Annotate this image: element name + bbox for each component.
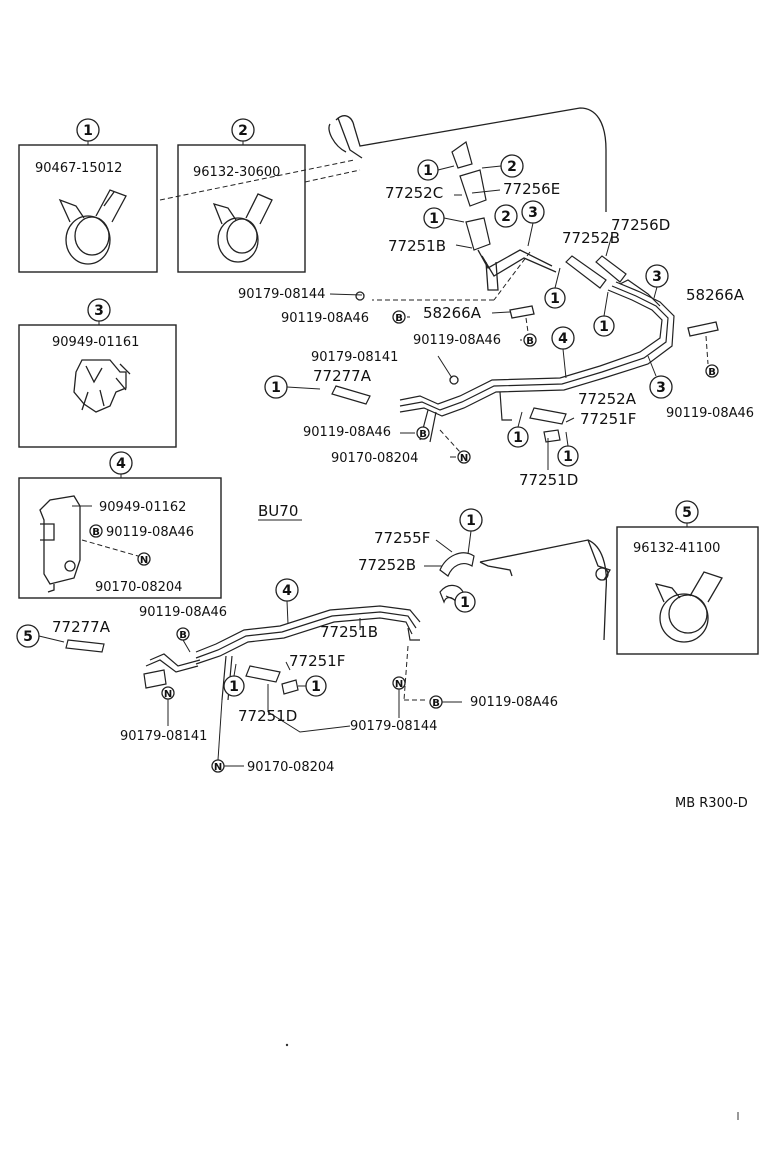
svg-text:90119-08A46: 90119-08A46	[666, 406, 754, 421]
svg-text:90119-08A46: 90119-08A46	[303, 425, 391, 440]
svg-text:90170-08204: 90170-08204	[247, 760, 334, 775]
svg-text:2: 2	[507, 159, 517, 175]
svg-text:5: 5	[23, 629, 33, 645]
svg-text:1: 1	[229, 679, 239, 695]
top-markers: B B B B N	[392, 310, 719, 464]
svg-text:77251D: 77251D	[238, 707, 297, 725]
svg-text:4: 4	[282, 583, 292, 599]
callout-number: 3	[94, 303, 104, 319]
callout-number: 5	[682, 505, 692, 521]
detail-box-5: 5 96132-41100	[616, 500, 759, 655]
svg-text:1: 1	[311, 679, 321, 695]
svg-text:1: 1	[550, 291, 560, 307]
diagram-code: MB R300-D	[675, 796, 748, 811]
callout-number: 1	[83, 123, 93, 139]
svg-text:58266A: 58266A	[423, 304, 482, 322]
svg-text:77252A: 77252A	[578, 390, 637, 408]
svg-text:77256D: 77256D	[611, 216, 670, 234]
variant-label: BU70	[258, 502, 298, 520]
pipe-clamp-illustration	[73, 359, 131, 413]
bottom-markers: B N N B N	[161, 627, 443, 773]
part-number-label: 90119-08A46	[106, 525, 194, 540]
fuel-tank-outline	[479, 539, 608, 641]
svg-text:N: N	[214, 762, 222, 773]
svg-text:90170-08204: 90170-08204	[331, 451, 418, 466]
svg-text:3: 3	[656, 380, 666, 396]
svg-text:1: 1	[271, 380, 281, 396]
svg-text:B: B	[708, 367, 716, 378]
svg-text:77251D: 77251D	[519, 471, 578, 489]
svg-text:3: 3	[528, 205, 538, 221]
svg-text:1: 1	[429, 211, 439, 227]
part-number-label: 90949-01161	[52, 335, 139, 350]
svg-text:N: N	[140, 555, 148, 566]
svg-text:77251F: 77251F	[580, 410, 636, 428]
svg-text:77252B: 77252B	[358, 556, 416, 574]
svg-text:1: 1	[563, 449, 573, 465]
svg-text:77256E: 77256E	[503, 180, 560, 198]
fuel-tank-outline	[335, 107, 607, 212]
svg-text:77251B: 77251B	[320, 623, 378, 641]
svg-text:90179-08144: 90179-08144	[238, 287, 325, 302]
part-number-label: 90467-15012	[35, 161, 122, 176]
bottom-callouts: 1 4 1 5 1 1	[16, 508, 483, 697]
svg-text:90179-08144: 90179-08144	[350, 719, 437, 734]
top-part-labels: 77252C 77256E 77251B 77252B 77256D 58266…	[238, 180, 754, 489]
nut-marker-n: N	[137, 552, 151, 566]
callout-number: 2	[238, 123, 248, 139]
svg-text:B: B	[92, 527, 100, 538]
svg-text:1: 1	[460, 595, 470, 611]
svg-text:3: 3	[652, 269, 662, 285]
bottom-part-labels: 77255F 77252B 90119-08A46 77277A 77251B …	[52, 529, 558, 775]
top-callouts: 1 2 1 2 3 1 1 3 4 3 1 1 1	[264, 154, 673, 467]
svg-text:B: B	[179, 630, 187, 641]
part-number-label: 96132-30600	[193, 165, 280, 180]
svg-text:77277A: 77277A	[313, 367, 372, 385]
svg-text:90179-08141: 90179-08141	[311, 350, 398, 365]
bottom-assembly: 1 4 1 5 1 1 B N N B N	[16, 508, 611, 775]
svg-text:B: B	[432, 698, 440, 709]
callout-number: 4	[116, 456, 126, 472]
svg-text:90119-08A46: 90119-08A46	[470, 695, 558, 710]
detail-box-3: 3 90949-01161	[18, 298, 177, 448]
svg-text:2: 2	[501, 209, 511, 225]
svg-text:77277A: 77277A	[52, 618, 111, 636]
part-number-label: 96132-41100	[633, 541, 720, 556]
svg-text:1: 1	[466, 513, 476, 529]
detail-box-1: 1 90467-15012	[18, 118, 158, 273]
svg-text:90119-08A46: 90119-08A46	[139, 605, 227, 620]
bracket-illustration	[39, 495, 92, 593]
detail-box-4: 4 90949-01162 B 90119-08A46 N 90170-0820…	[18, 451, 222, 599]
svg-text:77251F: 77251F	[289, 652, 345, 670]
svg-text:90119-08A46: 90119-08A46	[281, 311, 369, 326]
svg-text:77251B: 77251B	[388, 237, 446, 255]
svg-text:B: B	[395, 313, 403, 324]
svg-text:N: N	[395, 679, 403, 690]
svg-text:1: 1	[513, 430, 523, 446]
svg-text:4: 4	[558, 331, 568, 347]
svg-text:90179-08141: 90179-08141	[120, 729, 207, 744]
svg-text:77255F: 77255F	[374, 529, 430, 547]
svg-text:1: 1	[423, 163, 433, 179]
hose-clamp-illustration	[58, 189, 127, 265]
part-number-label: 90949-01162	[99, 500, 186, 515]
top-assembly: 1 2 1 2 3 1 1 3 4 3 1 1 1	[159, 107, 754, 489]
svg-text:B: B	[526, 336, 534, 347]
detail-box-2: 2 96132-30600	[177, 118, 306, 273]
bolt-marker-b: B	[89, 524, 103, 538]
svg-text:77252C: 77252C	[385, 184, 443, 202]
svg-text:N: N	[460, 453, 468, 464]
part-number-label: 90170-08204	[95, 580, 182, 595]
svg-text:90119-08A46: 90119-08A46	[413, 333, 501, 348]
svg-text:77252B: 77252B	[562, 229, 620, 247]
svg-text:N: N	[164, 689, 172, 700]
hose-clamp-illustration	[654, 571, 723, 643]
hose-clamp-illustration	[212, 193, 273, 263]
svg-text:1: 1	[599, 319, 609, 335]
svg-text:58266A: 58266A	[686, 286, 745, 304]
svg-text:B: B	[419, 429, 427, 440]
